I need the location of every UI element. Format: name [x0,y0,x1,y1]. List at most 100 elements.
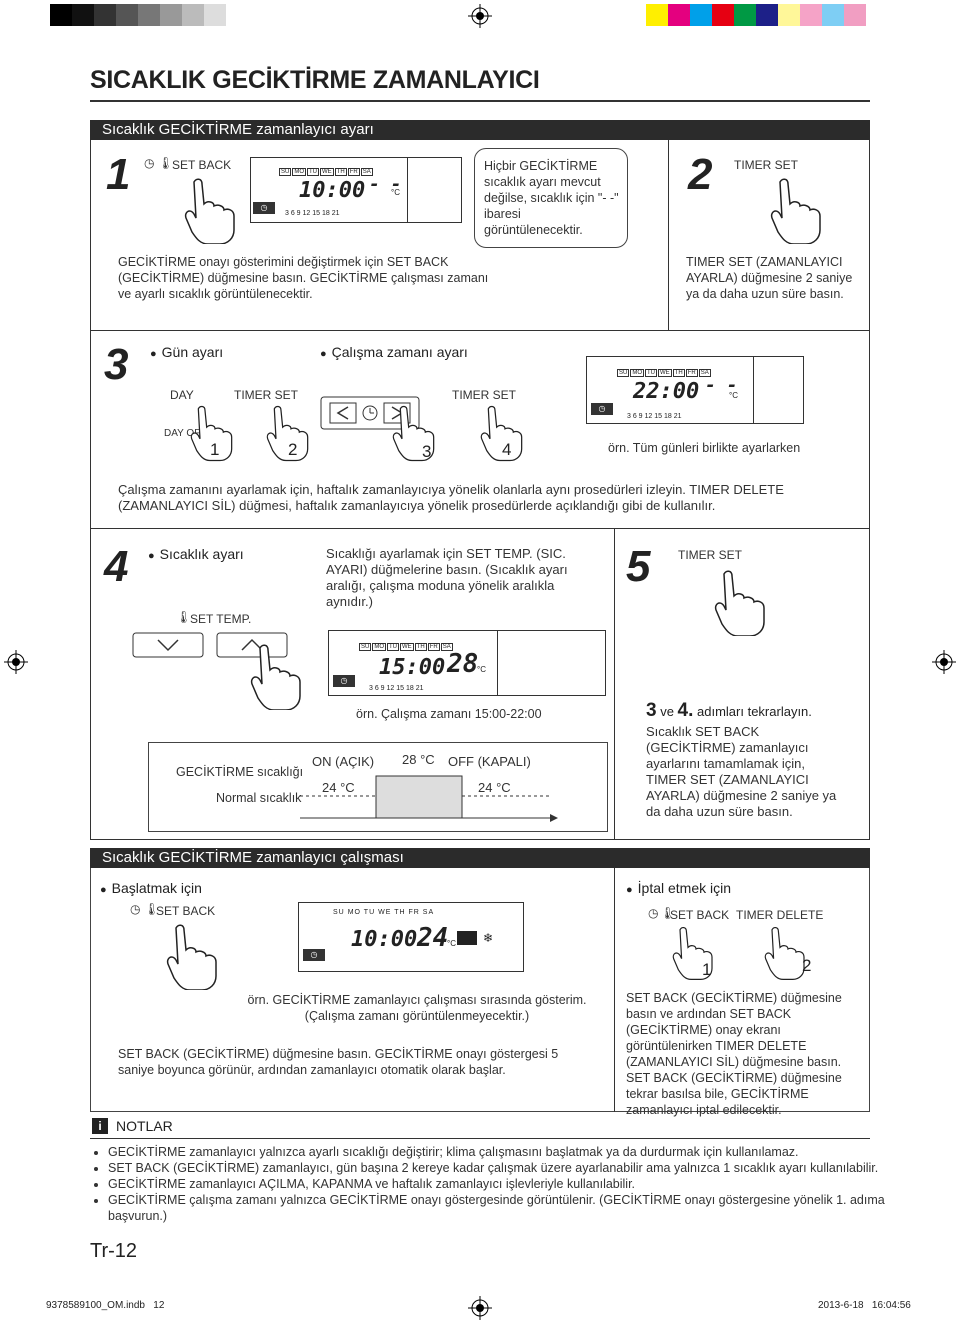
lcd-timer-icon: ◷ [253,202,275,214]
graph-temp-right: 24 °C [478,780,511,795]
hand-press-icon [250,644,301,710]
step-4-example: örn. Çalışma zamanı 15:00-22:00 [356,707,542,721]
hand-press-icon [672,927,713,980]
step-5-lead: 3 ve 4. adımları tekrarlayın. [646,700,812,721]
step-3-example: örn. Tüm günleri birlikte ayarlarken [608,441,801,455]
lcd-temp: 24 [417,923,449,953]
temp-up-button[interactable] [216,632,288,658]
step-1-setback-button-group: ◷ 🌡 SET BACK [144,156,244,246]
lcd-time: 15:00 [379,655,446,680]
step-divider-vertical [668,140,669,330]
graph-off-label: OFF (KAPALI) [448,754,531,769]
step-5-number: 5 [626,542,651,591]
note-item: GECİKTİRME zamanlayıcı AÇILMA, KAPANMA v… [108,1176,888,1192]
step-3-number: 3 [104,340,129,389]
footer-file: 9378589100_OM.indb 12 [46,1300,165,1311]
lcd-temp: 28 [447,649,479,679]
step-5-text: Sıcaklık SET BACK (GECİKTİRME) zamanlayı… [646,724,837,819]
thermometer-icon: 🌡 [158,156,174,170]
setback-button-label[interactable]: SET BACK [156,904,216,918]
dayoff-button-label[interactable]: DAY OFF [164,428,207,439]
timerset-button-label-b[interactable]: TIMER SET [452,388,517,402]
start-example: örn. GECİKTİRME zamanlayıcı çalışması sı… [247,993,587,1023]
step-5-timerset-button-group: TIMER SET [674,546,774,636]
step-divider-vertical [614,528,615,840]
notes-title: NOTLAR [116,1118,173,1134]
cancel-num-1: 1 [702,960,712,979]
info-icon: i [92,1118,108,1134]
temp-down-button[interactable] [132,632,204,658]
step-3-num-1: 1 [210,440,220,459]
cancel-num-2: 2 [802,956,812,975]
setback-button-label[interactable]: SET BACK [172,158,232,172]
step-3-day-bullet: Gün ayarı [150,344,223,360]
day-button-label[interactable]: DAY [170,388,194,402]
thermometer-icon: 🌡 [144,902,160,916]
graph-temp-high: 28 °C [402,752,435,767]
timerset-button-label[interactable]: TIMER SET [734,158,799,172]
settemp-button-label[interactable]: SET TEMP. [190,612,252,626]
footer-date: 2013-6-18 16:04:56 [818,1300,911,1311]
start-lcd-display: SU MO TU WE TH FR SA 10:00 24 °C ❄ ◷ [298,902,524,972]
hand-press-icon [184,178,235,244]
lcd-unit: °C [729,391,738,400]
lcd-temp: - - [369,174,402,195]
hand-press-icon [266,405,309,462]
lcd-timer-icon: ◷ [333,675,355,687]
lcd-time: 22:00 [633,379,700,404]
page-title: SICAKLIK GECİKTİRME ZAMANLAYICI [90,66,540,94]
page-number: Tr-12 [90,1240,138,1262]
hand-press-icon [480,405,523,462]
setback-button-label[interactable]: SET BACK [670,908,730,922]
hand-press-icon [190,405,233,462]
timerset-button-label-a[interactable]: TIMER SET [234,388,299,402]
arrow-buttons[interactable] [320,396,420,430]
lcd-divider [497,631,498,695]
hand-press-icon [714,570,765,636]
graph-temp-left: 24 °C [322,780,355,795]
clock-icon: ◷ [144,156,155,170]
lcd-unit: °C [477,665,486,674]
graph-on-label: ON (AÇIK) [312,754,375,769]
lcd-divider [753,357,754,423]
cancel-setback-button-group: ◷ 🌡 SET BACK [648,906,738,980]
lcd-unit: °C [447,939,456,948]
step-4-number: 4 [104,542,129,591]
notes-list: GECİKTİRME zamanlayıcı yalnızca ayarlı s… [90,1144,888,1224]
step-2-number: 2 [688,150,713,199]
step-1-callout-text: Hiçbir GECİKTİRME sıcaklık ayarı mevcut … [484,159,619,237]
step-3-text: Çalışma zamanını ayarlamak için, haftalı… [118,482,784,513]
lcd-days-plain: SU MO TU WE TH FR SA [333,909,435,916]
timerset-button-label[interactable]: TIMER SET [678,548,743,562]
step-1-text: GECİKTİRME onayı gösterimini değiştirmek… [118,255,489,301]
registration-mark-right [932,650,956,674]
lcd-temp: - - [705,375,738,396]
clock-icon: ◷ [648,906,659,920]
step-3-num-2: 2 [288,440,298,459]
registration-mark-bottom [468,1296,492,1320]
cancel-timerdelete-button-group: TIMER DELETE [736,906,846,980]
lcd-timer-icon: ◷ [591,403,613,415]
registration-mark-top [468,4,492,28]
temperature-step-graph [300,775,558,822]
lcd-hours: 3 6 9 12 15 18 21 [627,413,682,420]
start-bullet: Başlatmak için [100,880,202,896]
step-divider-horizontal [90,330,870,331]
lcd-hours: 3 6 9 12 15 18 21 [285,210,340,217]
step-3-time-bullet: Çalışma zamanı ayarı [320,344,468,360]
setting-section-header: Sıcaklık GECİKTİRME zamanlayıcı ayarı [90,120,870,140]
timerdelete-button-label[interactable]: TIMER DELETE [736,908,824,922]
title-rule [90,100,870,102]
step-4-text: Sıcaklığı ayarlamak için SET TEMP. (SIC.… [326,546,568,609]
start-text: SET BACK (GECİKTİRME) düğmesine basın. G… [118,1047,559,1077]
lcd-fan-bars-icon [457,925,477,945]
step-divider-horizontal [90,528,870,529]
note-item: GECİKTİRME çalışma zamanı yalnızca GECİK… [108,1192,888,1224]
lcd-unit: °C [391,188,400,197]
hand-press-icon [764,927,805,980]
lcd-divider [407,158,408,222]
step-1-callout [474,148,628,248]
